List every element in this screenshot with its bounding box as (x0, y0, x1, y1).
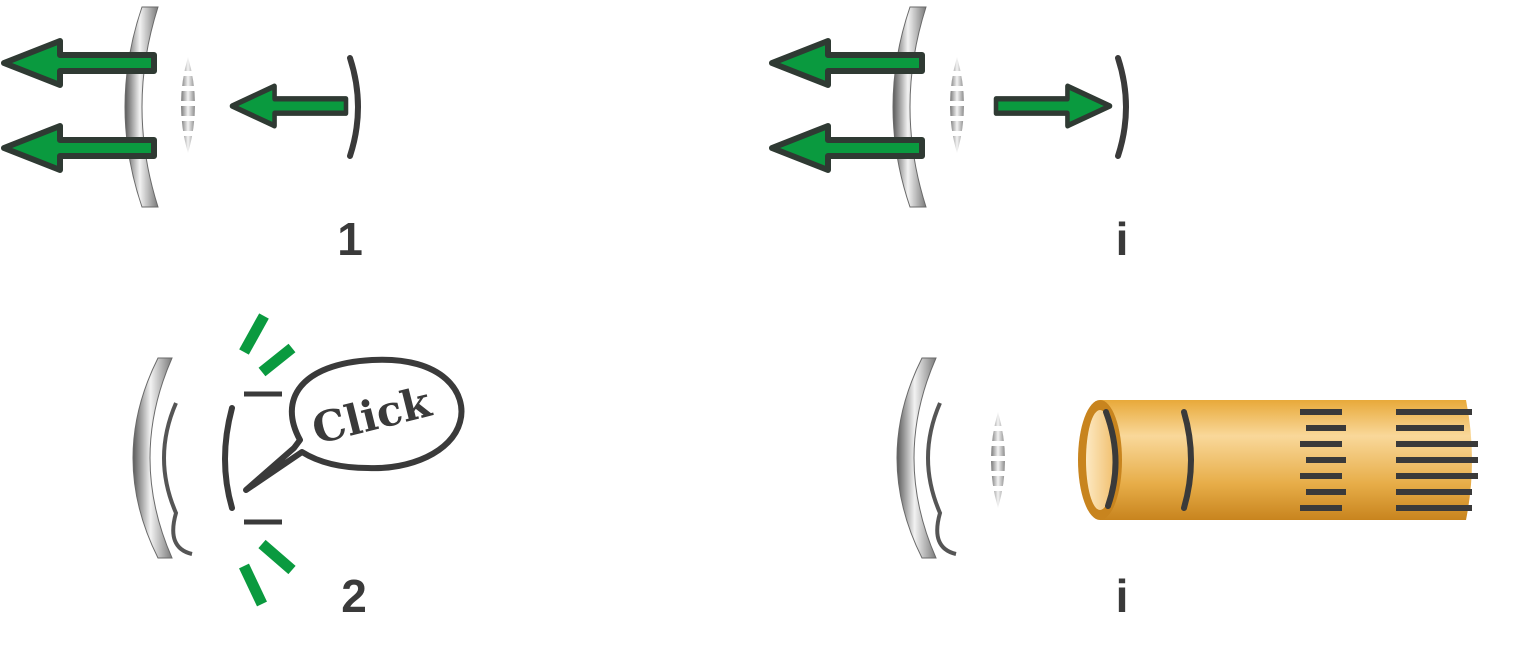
panel-label: i (1116, 570, 1129, 622)
mirror-icon (892, 6, 927, 208)
lens-icon (176, 57, 200, 153)
arrow-icon (232, 86, 346, 126)
flash-line-icon (239, 313, 296, 607)
lens-icon (945, 57, 969, 153)
panel-bottom-right: i (896, 357, 1478, 622)
lens-icon (986, 412, 1010, 508)
speech-bubble-icon (243, 356, 465, 493)
panel-bottom-left: Click 2 (132, 313, 465, 622)
small-mirror-icon (347, 55, 361, 159)
panel-label: 2 (341, 570, 367, 622)
panel-label: i (1116, 213, 1129, 265)
small-mirror-icon (222, 391, 282, 525)
panel-label: 1 (337, 213, 363, 265)
mirror-icon (132, 357, 193, 559)
panel-top-right: i (772, 6, 1129, 265)
arrow-icon (996, 86, 1110, 126)
panel-top-left: 1 (4, 6, 363, 265)
tube-icon (1078, 400, 1478, 520)
mirror-icon (896, 357, 957, 559)
small-mirror-icon (1115, 55, 1129, 159)
mirror-icon (124, 6, 159, 208)
